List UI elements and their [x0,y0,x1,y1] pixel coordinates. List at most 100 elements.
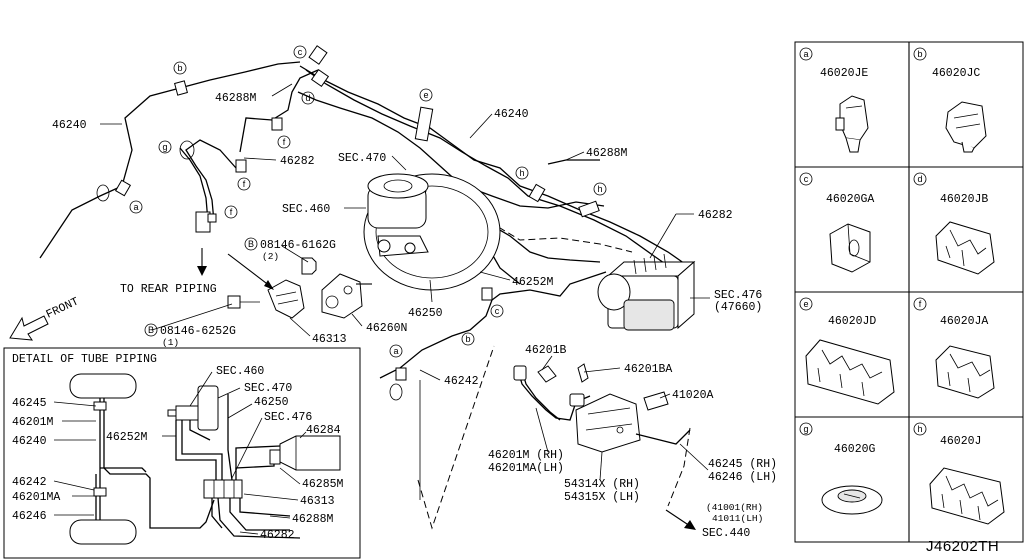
clip-part-46020je: 46020JE [820,67,868,80]
label-to-rear-piping: TO REAR PIPING [120,283,217,296]
detail-label-sec476: SEC.476 [264,411,312,424]
abs-actuator [597,253,696,331]
label-sec460: SEC.460 [282,203,330,216]
label-leaders [100,83,710,481]
label-bracket-rh: 54314X (RH) [564,478,640,491]
clip-46020jd-drawing [805,339,895,405]
clip-part-46020ja: 46020JA [940,315,988,328]
svg-text:08146-6252G: 08146-6252G [160,325,236,338]
callout-a-1: a [129,200,143,214]
svg-text:g: g [162,142,167,152]
svg-text:b: b [465,334,470,344]
detail-label-46282: 46282 [260,529,295,542]
clip-parts-grid: a 46020JE b 46020JC c 46020GA [794,41,1024,543]
svg-text:a: a [803,49,808,59]
clip-cell-g: g 46020G [799,422,883,515]
clip-cell-a: a 46020JE [799,47,869,153]
label-46282-right: 46282 [698,209,733,222]
label-sec470: SEC.470 [338,152,386,165]
rear-brake-hose-assembly [513,363,691,453]
callout-b-1: b [173,61,187,75]
detail-title: DETAIL OF TUBE PIPING [12,353,157,366]
label-46313: 46313 [312,333,347,346]
callout-c-1: c [293,45,307,59]
label-46201b: 46201B [525,344,567,357]
diagram-id: J46202TH [926,538,999,555]
label-hose-rh: 46201M (RH) [488,449,564,462]
detail-label-46201ma: 46201MA [12,491,60,504]
detail-label-46201m: 46201M [12,416,54,429]
detail-label-sec460: SEC.460 [216,365,264,378]
svg-text:c: c [495,306,500,316]
tube-clips [114,45,600,381]
label-46288m-right: 46288M [586,147,628,160]
label-sec440-rh: (41001(RH) [706,502,763,513]
detail-label-46313: 46313 [300,495,335,508]
main-brake-tubes [39,61,689,379]
label-hose-lh: 46201MA(LH) [488,462,564,475]
clip-part-46020g: 46020G [834,443,876,456]
callout-h-2: h [593,182,607,196]
clip-46020jc-drawing [945,101,987,153]
clip-part-46020jd: 46020JD [828,315,876,328]
detail-label-sec470: SEC.470 [244,382,292,395]
front-direction-arrow: FRONT [9,295,81,341]
clip-46020ga-drawing [829,223,871,273]
label-46240-left: 46240 [52,119,87,132]
svg-text:c: c [804,174,809,184]
clip-cell-f: f 46020JA [913,297,995,399]
wheel-front-1 [69,373,137,399]
arrows [197,248,696,530]
callout-c-2: c [490,304,504,318]
detail-label-46285m: 46285M [302,478,344,491]
clip-cell-c: c 46020GA [799,172,874,273]
callout-f-3: f [224,205,238,219]
dashed-leaders [417,345,691,530]
clip-part-46020j: 46020J [940,435,981,448]
callout-d-1: d [301,91,315,105]
callout-h-1: h [515,166,529,180]
clip-cell-b: b 46020JC [913,47,987,153]
detail-label-46284: 46284 [306,424,341,437]
label-sec440-lh: 41011(LH) [712,513,763,524]
detail-tube-piping-box: DETAIL OF TUBE PIPING [3,347,361,559]
wheel-rear-1 [69,519,137,545]
clip-46020j-drawing [929,467,1005,525]
svg-text:a: a [133,202,138,212]
detail-label-46242: 46242 [12,476,47,489]
detail-label-46246: 46246 [12,510,47,523]
label-46282-left: 46282 [280,155,315,168]
svg-text:h: h [917,424,922,434]
label-46260n: 46260N [366,322,407,335]
connector-46313 [227,257,317,319]
detail-label-46252m: 46252M [106,431,148,444]
callout-b-2: b [461,332,475,346]
bolt-lower-label: B 08146-6252G (1) [144,323,236,348]
svg-text:(2): (2) [262,251,279,262]
clip-part-46020ga: 46020GA [826,193,874,206]
clip-cell-e: e 46020JD [799,297,895,405]
label-rear-lh: 46246 (LH) [708,471,777,484]
grommet-46020g-drawing [821,485,883,515]
svg-text:f: f [919,299,922,309]
valve-46260n [321,273,372,319]
brake-booster-master-cylinder [363,173,501,291]
svg-text:h: h [597,184,602,194]
svg-text:c: c [298,47,303,57]
label-46288m-top: 46288M [215,92,257,105]
label-46250: 46250 [408,307,443,320]
callout-a-2: a [389,344,403,358]
label-sec440: SEC.440 [702,527,750,540]
svg-text:f: f [243,179,246,189]
detail-label-46245: 46245 [12,397,47,410]
front-label: FRONT [44,295,81,321]
main-callouts: a b c d e f f f g h h a b c [129,45,607,358]
clip-part-46020jc: 46020JC [932,67,980,80]
label-sec476-sub: (47660) [714,301,762,314]
callout-f-2: f [237,177,251,191]
clip-part-46020jb: 46020JB [940,193,988,206]
detail-label-46240: 46240 [12,435,47,448]
label-rear-rh: 46245 (RH) [708,458,777,471]
svg-text:d: d [305,93,310,103]
